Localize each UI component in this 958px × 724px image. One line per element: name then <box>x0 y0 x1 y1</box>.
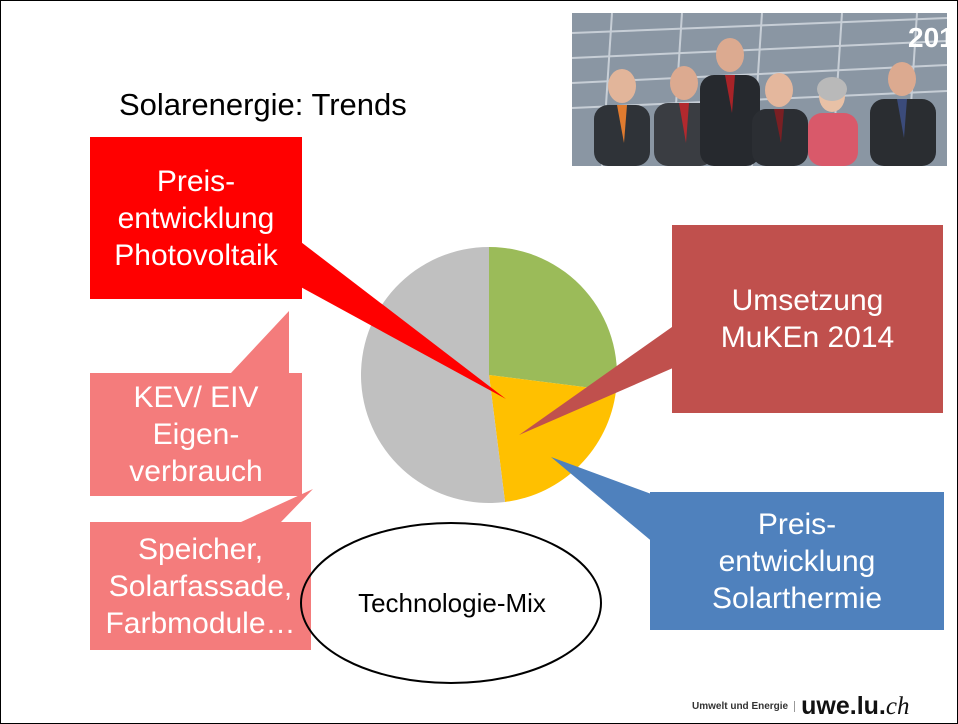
callout-muken-line1: Umsetzung <box>731 284 884 317</box>
logo-domain-main: uwe.lu. <box>801 691 886 720</box>
pie-chart <box>361 247 617 503</box>
photovoltaik-pointer <box>253 239 506 399</box>
callout-speicher-line2: Solarfassade, <box>108 569 293 603</box>
callout-speicher: Speicher, Solarfassade, Farbmodule… <box>90 522 311 650</box>
callout-photovoltaik: Preis- entwicklung Photovoltaik <box>90 137 302 299</box>
callout-photovoltaik-line1: Preis- <box>156 164 236 198</box>
pie-slice-3 <box>361 247 506 503</box>
people <box>594 38 936 166</box>
callout-kev-line1: KEV/ EIV <box>133 381 259 414</box>
callout-kev-line2: Eigen- <box>152 418 240 451</box>
pie-slice-2 <box>489 375 616 502</box>
technologie-mix-label: Technologie-Mix <box>358 587 546 618</box>
photo-year-text: 2014 <box>908 22 947 53</box>
uwe-logo: Umwelt und Energie uwe.lu.ch <box>692 692 909 721</box>
kev-pointer <box>231 311 289 373</box>
muken-pointer <box>519 315 689 435</box>
slide-title: Solarenergie: Trends <box>119 87 407 122</box>
callout-muken: Umsetzung MuKEn 2014 <box>672 225 943 413</box>
group-photo: 2014 <box>572 13 947 166</box>
callout-speicher-line3: Farbmodule… <box>105 606 296 640</box>
speicher-pointer <box>241 489 313 522</box>
callout-solarthermie-line3: Solarthermie <box>711 581 883 615</box>
logo-domain-suffix: ch <box>885 692 910 720</box>
logo-domain-text: uwe.lu.ch <box>795 692 909 721</box>
callout-photovoltaik-line2: entwicklung <box>117 201 275 235</box>
callout-solarthermie-line1: Preis- <box>757 507 837 541</box>
pie-slice-1 <box>489 247 617 392</box>
callout-speicher-line1: Speicher, <box>137 532 264 566</box>
callout-solarthermie: Preis- entwicklung Solarthermie <box>650 492 944 630</box>
logo-department-text: Umwelt und Energie <box>692 700 796 712</box>
callout-photovoltaik-line3: Photovoltaik <box>114 238 278 272</box>
callout-kev: KEV/ EIV Eigen- verbrauch <box>90 373 302 496</box>
callout-muken-line2: MuKEn 2014 <box>720 321 895 354</box>
callout-solarthermie-line2: entwicklung <box>718 544 876 578</box>
solarthermie-pointer <box>551 457 665 549</box>
callout-kev-line3: verbrauch <box>129 455 263 488</box>
